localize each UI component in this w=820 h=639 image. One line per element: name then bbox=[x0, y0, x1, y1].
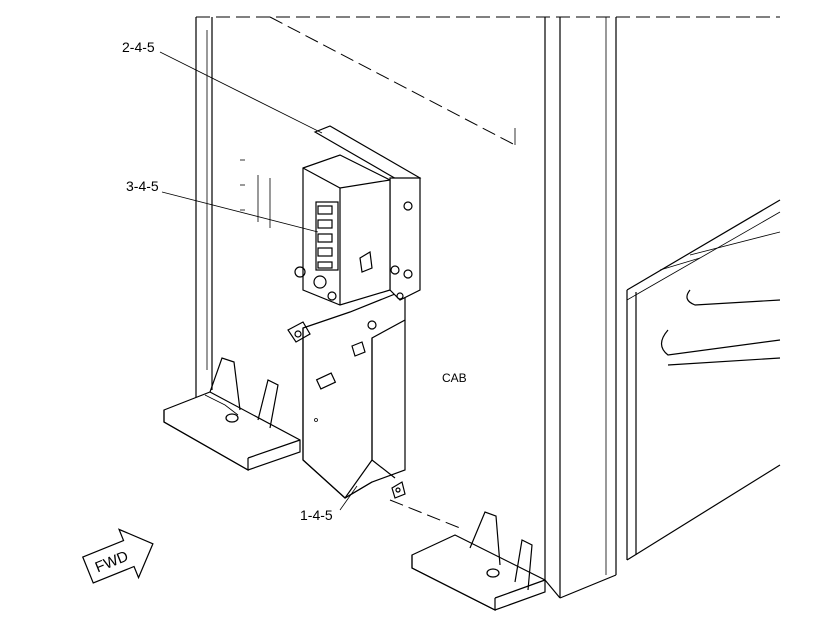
left-base-mount bbox=[163, 357, 301, 472]
callout-1-4-5: 1-4-5 bbox=[300, 507, 333, 523]
callout-3-4-5: 3-4-5 bbox=[126, 178, 159, 194]
callout-2-4-5: 2-4-5 bbox=[122, 39, 155, 55]
fwd-arrow: FWD bbox=[81, 528, 154, 584]
right-base-mount bbox=[389, 499, 546, 611]
mounting-bracket bbox=[287, 289, 406, 499]
cab-label: CAB bbox=[442, 371, 467, 385]
leader-lines bbox=[159, 51, 358, 511]
terminal-box bbox=[240, 125, 422, 306]
terminal-strip bbox=[315, 201, 339, 271]
cabinet-structure bbox=[195, 16, 781, 599]
